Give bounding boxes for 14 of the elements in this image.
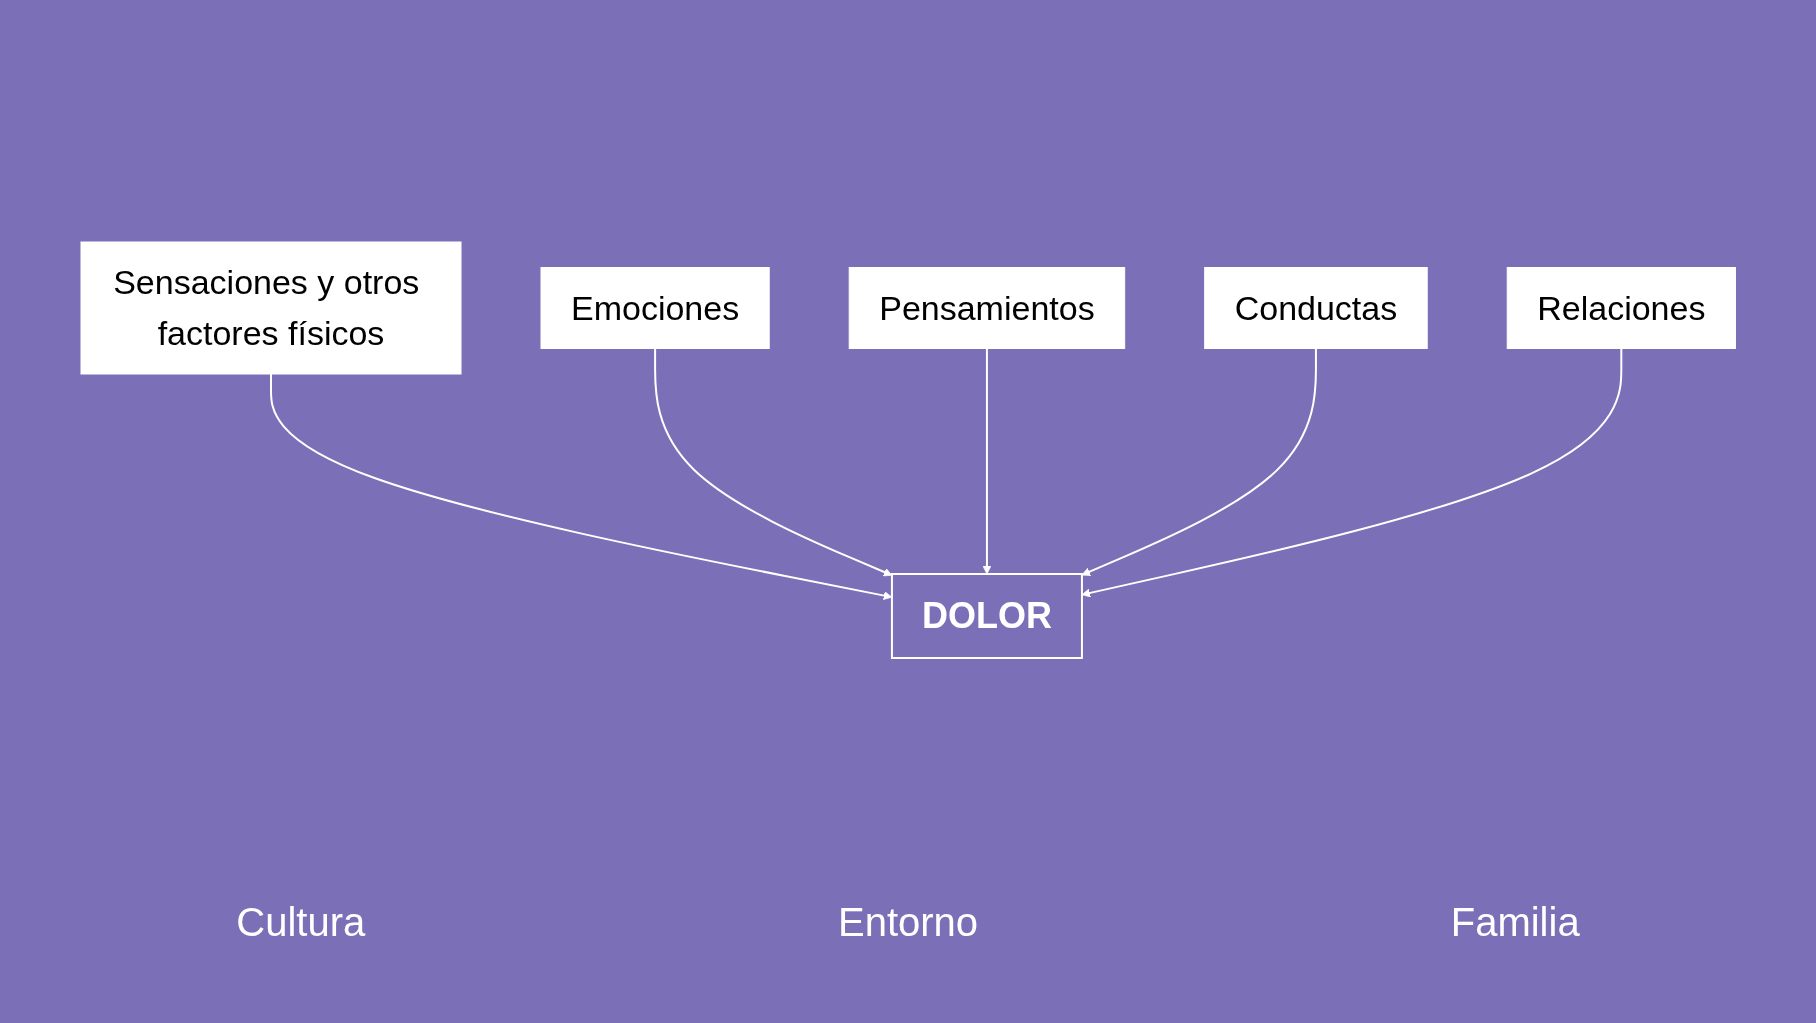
node-box: Conductas (1203, 267, 1428, 349)
node-box: Emociones (540, 267, 770, 349)
node-box: Pensamientos (848, 267, 1125, 349)
arrow (1081, 347, 1317, 576)
node-box: Sensaciones y otros factores físicos (80, 241, 462, 375)
context-label: Familia (1450, 900, 1580, 945)
arrow (653, 347, 893, 577)
node-box: Relaciones (1506, 267, 1736, 349)
arrow (1081, 347, 1623, 598)
context-label: Entorno (837, 900, 979, 945)
arrow (269, 373, 893, 600)
context-label: Cultura (236, 900, 366, 945)
node-box: DOLOR (890, 573, 1083, 659)
arrow (982, 347, 992, 575)
